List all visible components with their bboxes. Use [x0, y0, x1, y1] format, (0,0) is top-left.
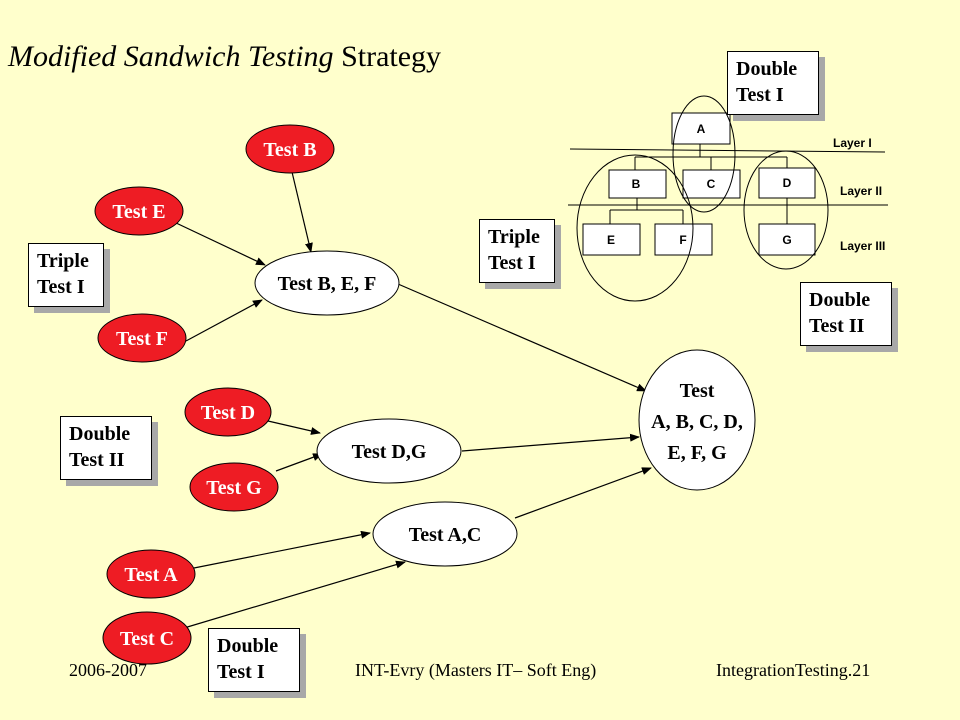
layer-label-3: Layer III [840, 239, 885, 253]
arrows [173, 171, 652, 629]
group-circle-triple1 [576, 154, 694, 302]
tree-node-f-box [654, 223, 713, 256]
label-test-bef: Test B, E, F [278, 273, 377, 295]
label-test-dg: Test D,G [352, 441, 427, 463]
node-test-b [245, 124, 335, 174]
footer-right: IntegrationTesting.21 [716, 660, 871, 680]
tree-node-d: D [783, 176, 792, 190]
node-test-bef [254, 250, 400, 316]
title-italic: Modified Sandwich Testing [8, 40, 334, 73]
tree-node-b: B [632, 177, 641, 191]
label-test-e: Test E [112, 201, 165, 223]
tree-node-e-box [582, 223, 641, 256]
layer-line-1 [569, 148, 886, 153]
arrow-b-to-bef [291, 171, 313, 253]
label-test-f: Test F [116, 328, 168, 350]
box-triple-test-left: Triple Test I [28, 243, 104, 307]
red-test-nodes: Test B Test E Test F Test D Test G Test … [94, 124, 335, 665]
box-double-test-ii-left: Double Test II [60, 416, 152, 480]
box-double-test-i-top: Double Test I [727, 51, 819, 115]
footer-left: 2006-2007 [69, 660, 147, 680]
layer-label-1: Layer I [833, 136, 872, 150]
tree-node-d-box [758, 167, 816, 199]
hierarchy-tree: A B C D E F G Layer I Layer II Layer III [568, 95, 888, 302]
node-test-dg [316, 418, 462, 484]
node-test-g [189, 462, 279, 512]
tree-node-g: G [782, 233, 791, 247]
tree-node-e: E [607, 233, 615, 247]
label-test-a: Test A [124, 564, 178, 586]
node-test-c [102, 611, 192, 665]
label-test-c: Test C [120, 628, 174, 650]
tree-node-c: C [707, 177, 716, 191]
tree-node-a-box [671, 112, 731, 145]
box-triple-test-tree: Triple Test I [479, 219, 555, 283]
tree-node-f: F [679, 233, 686, 247]
arrow-d-to-dg [267, 420, 321, 435]
node-test-ac [372, 501, 518, 567]
label-test-all-line1: Test [680, 380, 715, 402]
slide-title: Modified Sandwich Testing Strategy [8, 40, 441, 74]
layer-label-2: Layer II [840, 184, 882, 198]
node-test-a [106, 549, 196, 599]
arrow-bef-to-all [397, 283, 647, 392]
node-test-d [184, 387, 272, 437]
label-test-all-line3: E, F, G [667, 442, 727, 464]
integration-nodes: Test B, E, F Test D,G Test A,C Test A, B… [254, 250, 756, 567]
tree-node-g-box [758, 223, 816, 256]
arrow-e-to-bef [173, 221, 266, 266]
label-test-g: Test G [206, 477, 262, 499]
group-circle-double2 [743, 150, 829, 270]
arrow-a-to-ac [193, 530, 371, 569]
arrow-dg-to-all [461, 433, 640, 452]
label-test-ac: Test A,C [409, 524, 482, 546]
tree-connectors [609, 144, 788, 224]
arrow-ac-to-all [514, 467, 652, 519]
label-test-all-line2: A, B, C, D, [651, 411, 743, 433]
tree-node-a: A [697, 122, 706, 136]
box-double-test-ii-right: Double Test II [800, 282, 892, 346]
node-test-f [97, 313, 187, 363]
tree-node-b-box [608, 169, 667, 199]
arrow-c-to-ac [183, 560, 406, 629]
footer-center: INT-Evry (Masters IT– Soft Eng) [355, 660, 597, 680]
box-double-test-i-bottom: Double Test I [208, 628, 300, 692]
arrow-f-to-bef [185, 299, 263, 342]
arrow-g-to-dg [275, 453, 323, 472]
group-circle-double1 [672, 95, 736, 213]
node-test-all [638, 349, 756, 491]
title-plain: Strategy [341, 40, 442, 73]
node-test-e [94, 186, 184, 236]
label-test-d: Test D [201, 402, 255, 424]
label-test-b: Test B [263, 139, 316, 161]
